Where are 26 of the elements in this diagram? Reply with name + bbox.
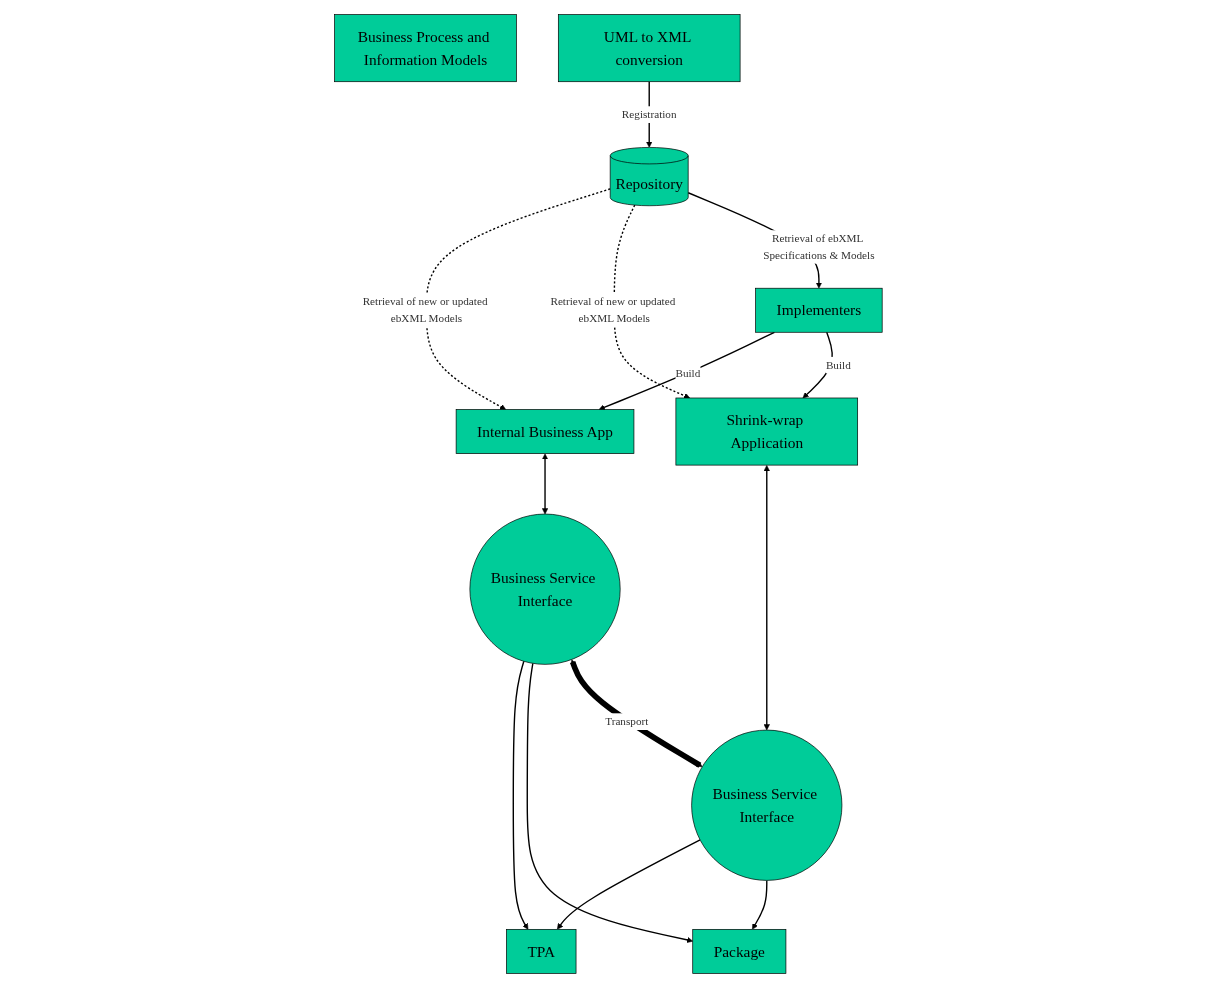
node-box: UML to XML conversion [558,13,741,82]
arrow [752,879,768,930]
node-circle: Business Service Interface [469,513,621,665]
node-circle: Business Service Interface [691,729,843,881]
edge-label: Build [675,366,701,379]
node-box: Internal Business App [456,408,635,454]
arrow [542,453,549,514]
arrow [613,203,691,399]
edge-label: Registration [622,107,677,120]
edge-label: Build [826,358,852,371]
arrow [512,660,529,930]
edge-label: Retrieval of ebXML Specifications & Models [763,231,875,261]
node-box: Business Process and Information Models [334,13,517,82]
arrow [599,331,776,410]
edge-label: Retrieval of new or updated ebXML Models [550,295,676,324]
arrow [526,662,694,943]
node-box: TPA [506,928,577,974]
arrow [570,659,703,768]
arrow [426,187,612,410]
node-box: Implementers [755,287,883,333]
edge-label: Transport [605,714,649,727]
arrow [557,838,702,930]
edge-label: Retrieval of new or updated ebXML Models [362,295,488,324]
arrow [764,464,771,730]
node-box: Package [692,928,787,974]
node-box: Shrink-wrap Application [675,397,859,465]
